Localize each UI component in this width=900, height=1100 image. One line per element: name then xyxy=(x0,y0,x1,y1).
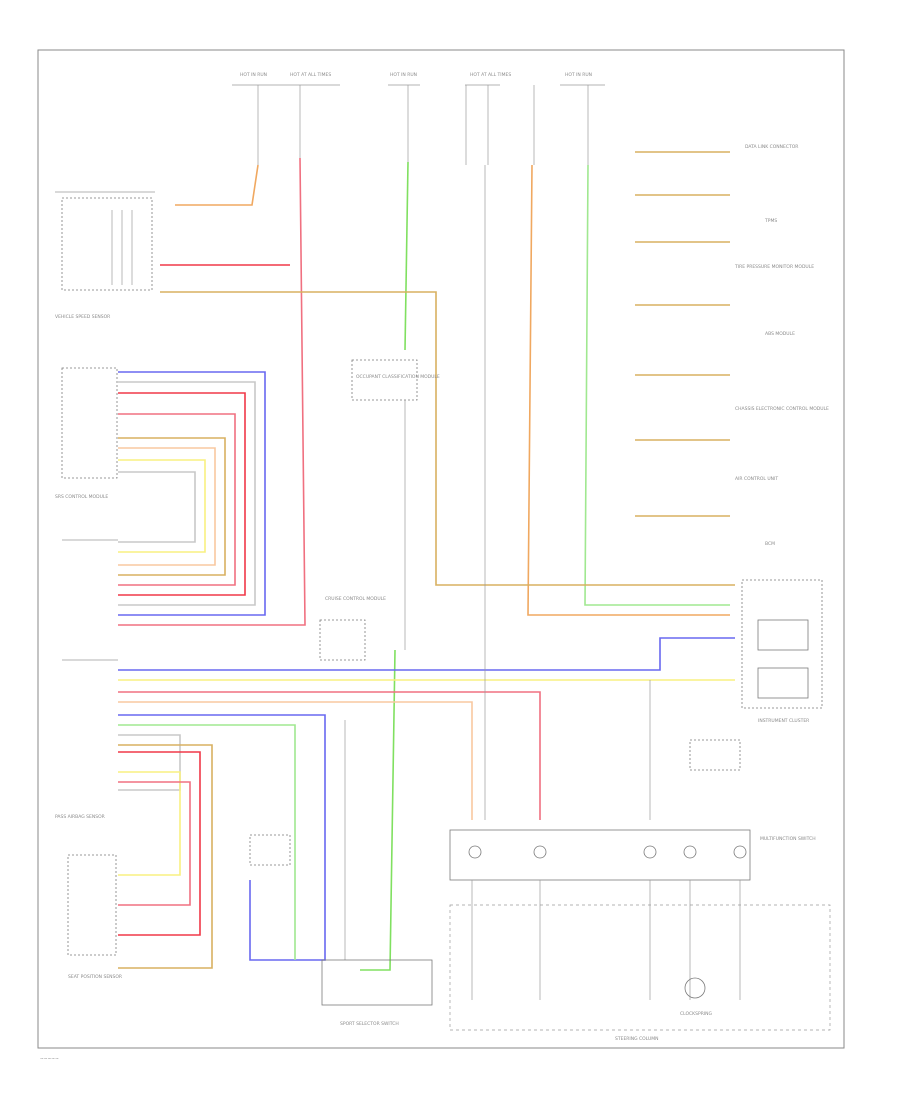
right-label-2: TPMS xyxy=(764,218,777,224)
cruise-control-module: CRUISE CONTROL MODULE xyxy=(319,596,386,661)
diagram-frame xyxy=(37,49,845,1049)
right-label-1: DATA LINK CONNECTOR xyxy=(745,144,798,150)
vehicle-speed-sensor: VEHICLE SPEED SENSOR xyxy=(55,191,155,320)
occupant-classification-module: OCCUPANT CLASSIFICATION MODULE xyxy=(351,359,440,650)
srs-control-module: SRS CONTROL MODULE xyxy=(55,367,118,661)
right-data-stubs: DATA LINK CONNECTOR TPMS TIRE PRESSURE M… xyxy=(635,144,829,547)
right-label-7: BCM xyxy=(765,541,775,547)
vehicle-speed-sensor-label: VEHICLE SPEED SENSOR xyxy=(55,314,110,320)
clockspring-label: CLOCKSPRING xyxy=(680,1011,713,1017)
right-label-3: TIRE PRESSURE MONITOR MODULE xyxy=(734,264,814,270)
right-label-6: AIR CONTROL UNIT xyxy=(735,476,778,482)
seat-position-sensor-label: SEAT POSITION SENSOR xyxy=(68,974,122,980)
steering-column: CLOCKSPRING STEERING COLUMN xyxy=(449,880,831,1042)
pass-airbag-sensor-label: PASS AIRBAG SENSOR xyxy=(55,814,105,820)
multifunction-switch: MULTIFUNCTION SWITCH xyxy=(449,829,816,881)
srs-module-label: SRS CONTROL MODULE xyxy=(55,494,108,500)
fuse-label-2: HOT AT ALL TIMES xyxy=(290,72,331,78)
fuse-block-region: HOT IN RUN HOT AT ALL TIMES HOT IN RUN H… xyxy=(232,72,605,165)
pass-airbag-sensor: PASS AIRBAG SENSOR xyxy=(55,814,105,820)
right-label-4: ABS MODULE xyxy=(765,331,795,337)
instrument-cluster-label: INSTRUMENT CLUSTER xyxy=(758,718,809,724)
steering-fuse xyxy=(689,739,741,771)
wires xyxy=(118,157,735,971)
sport-selector-switch: SPORT SELECTOR SWITCH xyxy=(249,834,433,1027)
fuse-label-5: HOT IN RUN xyxy=(565,72,592,78)
fuse-label-4: HOT AT ALL TIMES xyxy=(470,72,511,78)
instrument-cluster: INSTRUMENT CLUSTER xyxy=(741,579,823,724)
multifunction-switch-label: MULTIFUNCTION SWITCH xyxy=(760,836,816,842)
fuse-label-1: HOT IN RUN xyxy=(240,72,267,78)
footer-code: ~~~~~ xyxy=(40,1057,59,1062)
right-label-5: CHASSIS ELECTRONIC CONTROL MODULE xyxy=(735,406,829,412)
seat-position-sensor: SEAT POSITION SENSOR xyxy=(67,854,122,980)
steering-column-label: STEERING COLUMN xyxy=(615,1036,659,1042)
sport-switch-label: SPORT SELECTOR SWITCH xyxy=(340,1021,399,1027)
occupant-module-label: OCCUPANT CLASSIFICATION MODULE xyxy=(356,374,440,380)
cruise-module-label: CRUISE CONTROL MODULE xyxy=(325,596,386,602)
fuse-label-3: HOT IN RUN xyxy=(390,72,417,78)
